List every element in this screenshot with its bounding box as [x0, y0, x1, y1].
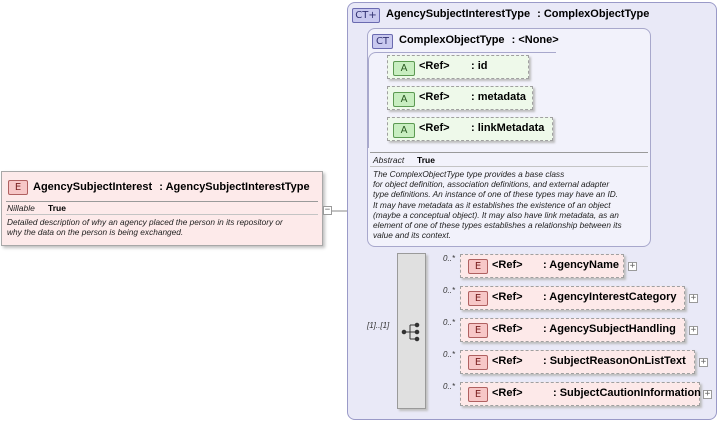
nillable-label: Nillable — [7, 203, 35, 213]
base-type-title: ComplexObjectType : <None> — [399, 34, 559, 46]
divider — [370, 166, 648, 167]
child-element-agency-interest-category[interactable]: E <Ref> : AgencyInterestCategory — [460, 286, 685, 310]
expand-icon[interactable]: + — [628, 261, 637, 271]
child-occurrence: 0..* — [443, 382, 456, 391]
attribute-ref: <Ref> — [419, 122, 450, 134]
element-badge: E — [468, 291, 488, 306]
element-badge: E — [468, 387, 488, 402]
element-badge: E — [468, 355, 488, 370]
attribute-badge: A — [393, 92, 415, 107]
element-name: : AgencySubjectHandling — [543, 323, 676, 335]
sequence-compositor[interactable] — [397, 253, 426, 409]
doc-line: value and its context. — [373, 230, 451, 241]
child-occurrence: 0..* — [443, 286, 456, 295]
doc-line: element of one of these types establishe… — [373, 220, 622, 231]
attribute-group-frame — [368, 52, 556, 148]
child-element-subject-caution-information[interactable]: E <Ref> : SubjectCautionInformation — [460, 382, 701, 406]
doc-line: Detailed description of why an agency pl… — [7, 217, 283, 227]
complex-type-name: AgencySubjectInterestType — [386, 8, 531, 20]
complex-type-title: AgencySubjectInterestType : ComplexObjec… — [386, 8, 649, 20]
child-element-subject-reason-on-list-text[interactable]: E <Ref> : SubjectReasonOnListText — [460, 350, 695, 374]
attribute-link-metadata[interactable]: A <Ref> : linkMetadata — [387, 117, 553, 141]
expand-icon[interactable]: + — [689, 325, 698, 335]
element-badge: E — [468, 323, 488, 338]
child-occurrence: 0..* — [443, 254, 456, 263]
root-name: AgencySubjectInterest — [33, 181, 153, 193]
doc-line: type definitions. An instance of one of … — [373, 189, 619, 200]
divider — [6, 214, 318, 215]
element-ref: <Ref> — [492, 355, 523, 367]
collapse-icon[interactable]: − — [323, 205, 332, 215]
element-name: : SubjectReasonOnListText — [543, 355, 686, 367]
expand-icon[interactable]: + — [703, 389, 712, 399]
root-documentation: Detailed description of why an agency pl… — [7, 217, 319, 237]
doc-line: (maybe a conceptual object). It may also… — [373, 209, 619, 220]
element-badge: E — [468, 259, 488, 274]
attribute-name: : linkMetadata — [471, 122, 545, 134]
nillable-value: True — [48, 203, 66, 213]
child-occurrence: 0..* — [443, 318, 456, 327]
complex-type-icon: CT+ — [352, 8, 380, 23]
expand-icon[interactable]: + — [689, 293, 698, 303]
attribute-ref: <Ref> — [419, 91, 450, 103]
base-type-documentation: The ComplexObjectType type provides a ba… — [373, 169, 649, 240]
child-element-agency-subject-handling[interactable]: E <Ref> : AgencySubjectHandling — [460, 318, 685, 342]
expand-icon[interactable]: + — [699, 357, 708, 367]
divider — [6, 201, 318, 202]
root-element-box[interactable]: E AgencySubjectInterest : AgencySubjectI… — [1, 171, 323, 246]
attribute-badge: A — [393, 61, 415, 76]
base-type-name: ComplexObjectType — [399, 34, 505, 46]
sequence-icon — [401, 322, 420, 342]
attribute-ref: <Ref> — [419, 60, 450, 72]
child-occurrence: 0..* — [443, 350, 456, 359]
element-ref: <Ref> — [492, 387, 523, 399]
attribute-name: : id — [471, 60, 488, 72]
attribute-id[interactable]: A <Ref> : id — [387, 55, 529, 79]
root-element-name: AgencySubjectInterest : AgencySubjectInt… — [33, 181, 310, 193]
element-badge: E — [8, 180, 28, 195]
element-name: : SubjectCautionInformation — [553, 387, 701, 399]
doc-line: for object definition, association defin… — [373, 179, 610, 190]
root-type: : AgencySubjectInterestType — [159, 181, 310, 193]
element-ref: <Ref> — [492, 291, 523, 303]
doc-line: why the data on the person is being exch… — [7, 227, 184, 238]
doc-line: The ComplexObjectType type provides a ba… — [373, 169, 565, 179]
child-element-agency-name[interactable]: E <Ref> : AgencyName — [460, 254, 624, 278]
element-ref: <Ref> — [492, 259, 523, 271]
attribute-name: : metadata — [471, 91, 527, 103]
doc-line: It may have metadata as it establishes t… — [373, 199, 611, 210]
element-name: : AgencyInterestCategory — [543, 291, 677, 303]
abstract-label: Abstract — [373, 155, 405, 165]
base-type-icon: CT — [372, 34, 393, 49]
base-type-base: : <None> — [511, 34, 559, 46]
sequence-occurrence: [1]..[1] — [367, 321, 390, 330]
abstract-value: True — [417, 155, 435, 165]
attribute-badge: A — [393, 123, 415, 138]
element-name: : AgencyName — [543, 259, 620, 271]
complex-type-base: : ComplexObjectType — [537, 8, 650, 20]
attribute-metadata[interactable]: A <Ref> : metadata — [387, 86, 533, 110]
divider — [370, 152, 648, 153]
element-ref: <Ref> — [492, 323, 523, 335]
